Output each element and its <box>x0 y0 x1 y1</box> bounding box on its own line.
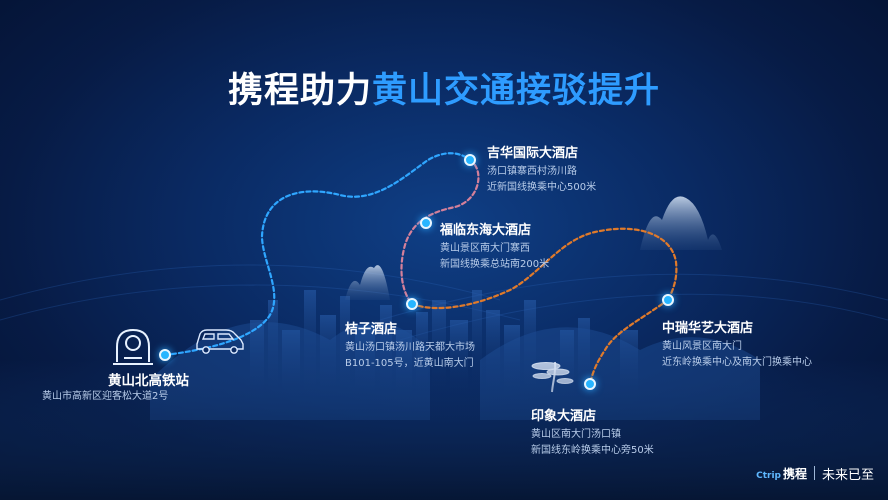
stop-label-juzi: 桔子酒店 黄山汤口镇汤川路天都大市场 B101-105号，近黄山南大门 <box>345 318 475 372</box>
stop-address: 黄山区南大门汤口镇 <box>531 429 621 440</box>
stop-name: 黄山北高铁站 <box>108 373 189 389</box>
stop-dot-juzi[interactable] <box>406 298 418 310</box>
stop-dot-yinxiang[interactable] <box>584 378 596 390</box>
slogan-text: 未来已至 <box>821 467 874 483</box>
stop-label-yinxiang: 印象大酒店 黄山区南大门汤口镇 新国线东岭换乘中心旁50米 <box>531 405 654 459</box>
stop-name: 吉华国际大酒店 <box>487 146 579 161</box>
stop-name: 桔子酒店 <box>345 322 398 337</box>
stop-address: 近东岭换乘中心及南大门换乘中心 <box>662 357 812 368</box>
stop-address: B101-105号，近黄山南大门 <box>345 358 474 369</box>
stop-dot-station[interactable] <box>159 349 171 361</box>
stop-address: 汤口镇寨西村汤川路 <box>487 166 577 177</box>
stop-address: 黄山风景区南大门 <box>662 341 742 352</box>
page-title: 携程助力黄山交通接驳提升 <box>227 71 661 111</box>
stop-address: 新国线换乘总站南200米 <box>440 259 550 270</box>
stop-name: 中瑞华艺大酒店 <box>662 321 754 336</box>
logo-divider <box>813 466 815 480</box>
stop-address: 黄山汤口镇汤川路天都大市场 <box>345 342 475 353</box>
stop-dot-zhongrui[interactable] <box>662 294 674 306</box>
car-icon <box>196 329 244 354</box>
mountain-peaks-center <box>345 265 390 300</box>
stop-dot-jihua[interactable] <box>464 154 476 166</box>
stop-label-fulin: 福临东海大酒店 黄山景区南大门寨西 新国线换乘总站南200米 <box>440 219 549 273</box>
train-station-icon <box>113 328 153 365</box>
route-zhongrui-to-yinxiang <box>588 298 670 386</box>
floor-fade <box>0 360 888 500</box>
stop-address: 黄山景区南大门寨西 <box>440 243 530 254</box>
stop-name: 福临东海大酒店 <box>440 223 532 238</box>
stop-address: 近新国线换乘中心500米 <box>487 182 597 193</box>
stop-label-jihua: 吉华国际大酒店 汤口镇寨西村汤川路 近新国线换乘中心500米 <box>487 142 596 196</box>
stop-name: 印象大酒店 <box>531 409 597 424</box>
route-juzi-to-zhongrui <box>410 227 678 310</box>
mountain-peaks-right <box>640 196 722 250</box>
stop-label-station: 黄山北高铁站 黄山市高新区迎客松大道2号 <box>42 369 189 405</box>
stop-label-zhongrui: 中瑞华艺大酒店 黄山风景区南大门 近东岭换乘中心及南大门换乘中心 <box>662 317 812 371</box>
stop-address: 新国线东岭换乘中心旁50米 <box>531 445 654 456</box>
stop-address: 黄山市高新区迎客松大道2号 <box>42 391 169 402</box>
route-station-to-jihua <box>163 152 472 357</box>
stop-dot-fulin[interactable] <box>420 217 432 229</box>
